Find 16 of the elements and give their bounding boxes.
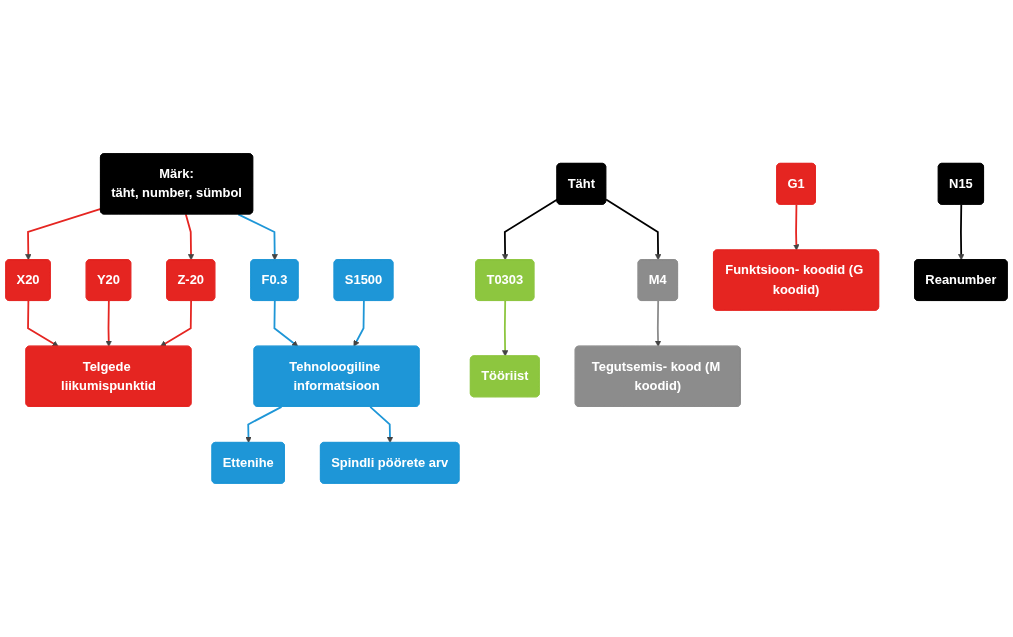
arrow: [245, 405, 283, 444]
arrow: [654, 300, 662, 347]
arrow: [27, 300, 59, 347]
arrow: [353, 300, 365, 347]
arrow: [273, 300, 299, 347]
arrow: [501, 300, 509, 357]
arrow: [958, 203, 965, 261]
arrow: [793, 203, 800, 251]
arrow: [369, 405, 394, 444]
arrow: [605, 198, 662, 261]
arrow: [160, 300, 192, 347]
arrow: [184, 213, 195, 261]
arrow: [105, 300, 112, 347]
arrow: [501, 198, 559, 261]
arrow: [25, 207, 102, 261]
arrow: [237, 213, 278, 261]
